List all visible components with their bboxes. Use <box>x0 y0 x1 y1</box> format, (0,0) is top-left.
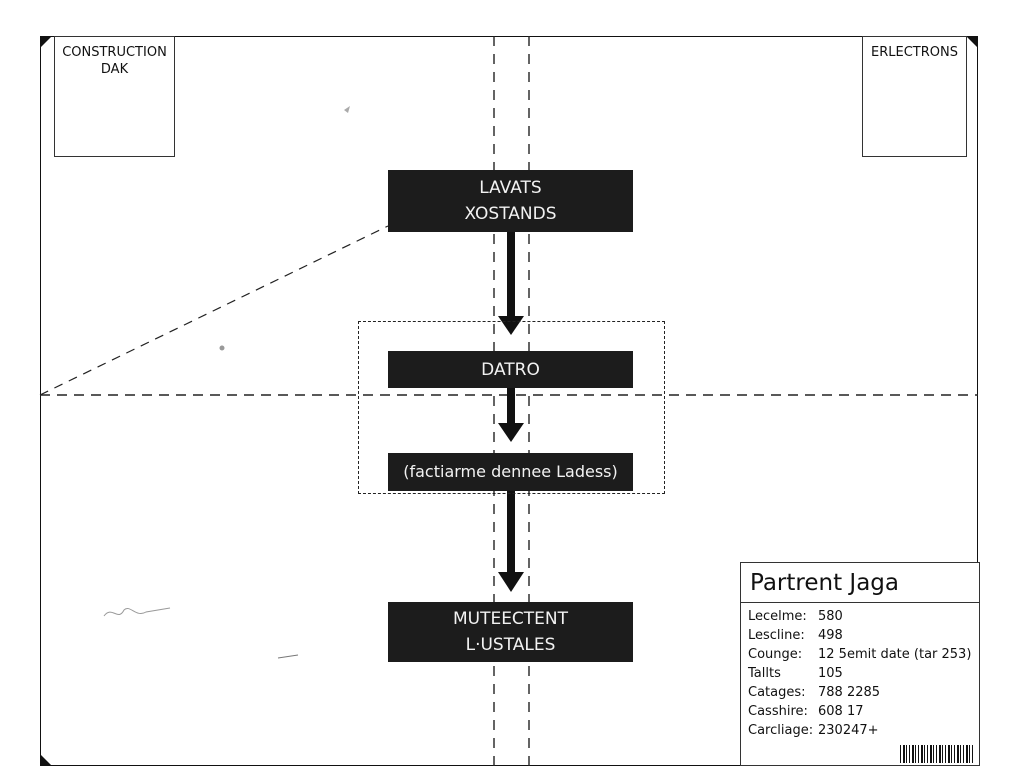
corner-label-left-line2: DAK <box>100 62 129 77</box>
row-value: 230247+ <box>818 723 879 738</box>
flow-node-4: MUTEECTENT L·USTALES <box>388 602 633 662</box>
flow-node-1-line2: XOSTANDS <box>464 204 557 224</box>
row-value: 498 <box>818 628 843 643</box>
pencil-scribble <box>103 607 171 617</box>
title-block-row: Lescline: 498 <box>748 626 979 645</box>
row-value: 580 <box>818 609 843 624</box>
corner-label-left-line1: CONSTRUCTION <box>62 45 167 60</box>
corner-label-box-right: ERLECTRONS <box>862 36 967 157</box>
pencil-dash <box>277 654 299 659</box>
corner-mark-top-left <box>40 36 52 48</box>
ink-dot <box>219 345 225 351</box>
row-value: 105 <box>818 666 843 681</box>
title-block-row: Tallts 105 <box>748 664 979 683</box>
title-block: Partrent Jaga Lecelme: 580 Lescline: 498 C… <box>740 562 980 766</box>
title-block-row: Carcliage: 230247+ <box>748 721 979 740</box>
flow-node-1: LAVATS XOSTANDS <box>388 170 633 232</box>
arrow-3 <box>498 491 524 592</box>
corner-label-box-left: CONSTRUCTION DAK <box>54 36 175 157</box>
flow-node-4-line2: L·USTALES <box>465 635 556 655</box>
arrow-1 <box>498 232 524 335</box>
row-value: 12 5emit date (tar 253) <box>818 647 972 662</box>
title-block-row: Counge: 12 5emit date (tar 253) <box>748 645 979 664</box>
row-key: Catages: <box>748 685 806 700</box>
row-key: Casshire: <box>748 704 808 719</box>
ink-smudge <box>344 106 350 113</box>
flow-node-1-line1: LAVATS <box>479 178 542 198</box>
title-block-row: Casshire: 608 17 <box>748 702 979 721</box>
row-key: Carcliage: <box>748 723 814 738</box>
arrow-2 <box>498 388 524 442</box>
corner-mark-top-right <box>966 36 978 48</box>
row-value: 608 17 <box>818 704 864 719</box>
corner-mark-bottom-left <box>40 754 52 766</box>
row-key: Tallts <box>748 666 781 681</box>
title-block-rows: Lecelme: 580 Lescline: 498 Counge: 12 5emit… <box>741 603 979 740</box>
title-block-title: Partrent Jaga <box>741 563 979 603</box>
title-block-row: Lecelme: 580 <box>748 607 979 626</box>
row-key: Lecelme: <box>748 609 807 624</box>
title-block-row: Catages: 788 2285 <box>748 683 979 702</box>
dashed-group-box <box>358 321 665 494</box>
flow-node-3-line1: (factiarme dennee Ladess) <box>403 462 618 481</box>
outer-frame <box>40 36 978 766</box>
row-value: 788 2285 <box>818 685 881 700</box>
guide-diagonal <box>39 225 389 396</box>
flow-node-2: DATRO <box>388 351 633 388</box>
row-key: Counge: <box>748 647 803 662</box>
flow-node-2-line1: DATRO <box>481 359 540 380</box>
flow-node-3: (factiarme dennee Ladess) <box>388 453 633 491</box>
flow-node-4-line1: MUTEECTENT <box>452 609 569 629</box>
barcode-icon <box>900 745 974 763</box>
corner-label-right-line1: ERLECTRONS <box>871 45 958 60</box>
row-key: Lescline: <box>748 628 805 643</box>
